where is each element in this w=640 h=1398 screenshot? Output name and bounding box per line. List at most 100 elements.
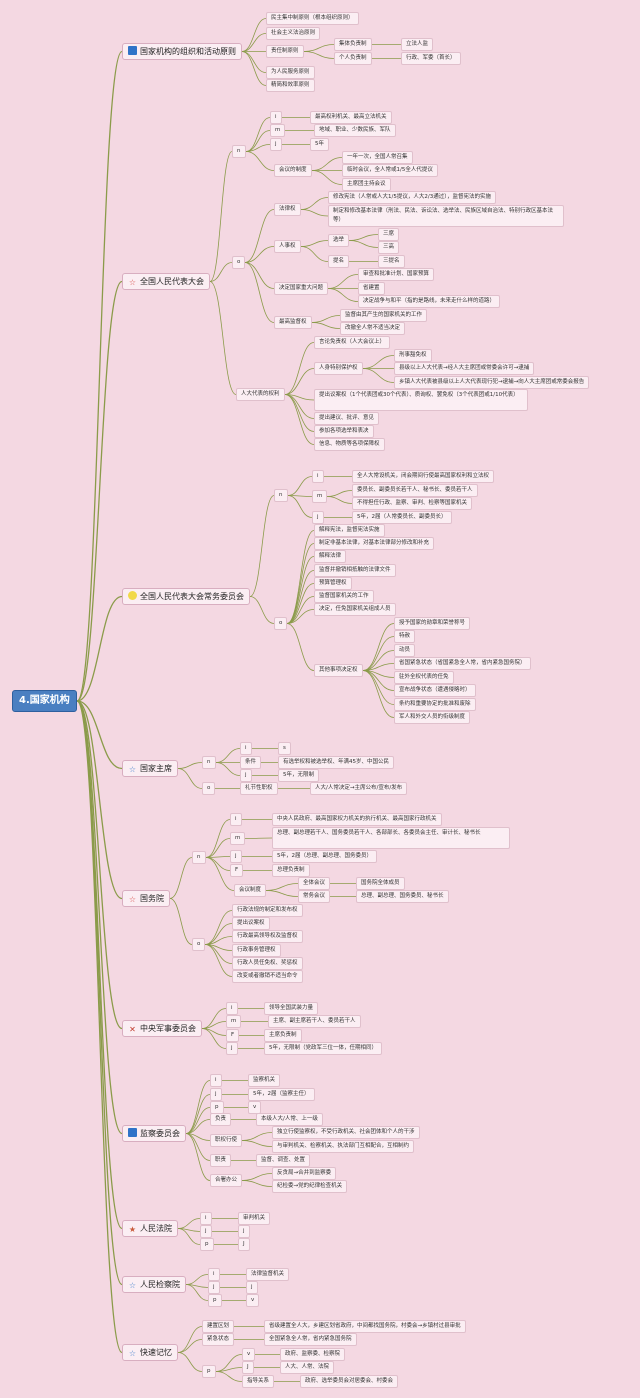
mind-node[interactable]: 行政最高领导权及监督权 [232,930,303,943]
mind-node[interactable]: 委员长、副委员长若干人、秘书长、委员若干人 [352,484,478,497]
mind-node[interactable]: 最高权利机关、最高立法机关 [310,111,392,124]
mind-node[interactable]: 责任制原则 [266,45,304,58]
mind-node[interactable]: p [208,1294,222,1307]
mind-node[interactable]: o [232,256,246,269]
mind-node[interactable]: v [242,1348,256,1361]
mind-node[interactable]: 省级建置全人大，乡建区划省政府，中间都找国务院，村委会→乡镇村过县审批 [264,1320,466,1333]
mind-node[interactable]: 县级以上人大代表→经人大主席团或常委会许可→逮捕 [394,362,535,375]
mind-node[interactable]: s [278,742,291,755]
mind-node[interactable]: i [230,813,242,826]
mind-node[interactable]: 全人大常设机关，闭会期间行使最高国家权利和立法权 [352,470,495,483]
mind-node[interactable]: 最高监督权 [274,316,312,329]
mind-node[interactable]: 制定非基本法律，对基本法律部分修改和补充 [314,537,435,550]
branch-state-council[interactable]: ☆国务院 [122,890,170,907]
mind-node[interactable]: 三席 [378,228,400,241]
mind-node[interactable]: v [246,1294,260,1307]
mind-node[interactable]: 法律监督机关 [246,1268,290,1281]
mind-node[interactable]: j [230,850,242,863]
mind-node[interactable]: 审查和批准计划、国家预算 [358,268,435,281]
mind-node[interactable]: 负责 [210,1113,232,1126]
root-node[interactable]: 4.国家机构 [12,690,77,712]
mind-node[interactable]: 三提名 [378,255,405,268]
mind-node[interactable]: i [270,111,282,124]
mind-node[interactable]: 礼节性职权 [240,782,278,795]
mind-node[interactable]: 乡镇人大代表被县级以上人大代表现行犯→逮捕→向人大主席团或常委会报告 [394,376,590,389]
mind-node[interactable]: J [242,1361,254,1374]
mind-node[interactable]: o [192,938,206,951]
mind-node[interactable]: m [226,1015,242,1028]
mind-node[interactable]: J [238,1238,250,1251]
mind-node[interactable]: m [270,124,286,137]
mind-node[interactable]: 职权行使 [210,1134,243,1147]
mind-node[interactable]: 人身特别保护权 [314,362,363,375]
mind-node[interactable]: 监督、调查、处置 [256,1154,311,1167]
mind-node[interactable]: 5年，2届（监察主任） [248,1088,315,1101]
mind-node[interactable]: 一年一次，全国人常召集 [342,151,413,164]
mind-node[interactable]: 民主集中制原则（根本组织原则） [266,12,359,25]
mind-node[interactable]: 5年，2届（人常委员长、副委员长） [352,511,452,524]
mind-node[interactable]: 信息、物质等各项保障权 [314,438,385,451]
branch-supervision-commission[interactable]: 监察委员会 [122,1125,186,1142]
branch-npc[interactable]: ☆全国人民代表大会 [122,273,210,290]
mind-node[interactable]: 职责 [210,1154,232,1167]
mind-node[interactable]: 改变或者撤销不适当命令 [232,970,303,983]
mind-node[interactable]: 条约和重要协定的批准和废除 [394,698,476,711]
mind-node[interactable]: 国务院全体成员 [356,877,405,890]
mind-node[interactable]: 提出议案权 [232,917,270,930]
mind-node[interactable]: 社会主义法治原则 [266,27,321,40]
mind-node[interactable]: 集体负责制 [334,38,372,51]
mind-node[interactable]: 人大/人常决定→主席公布/宣布/发布 [310,782,408,795]
mind-node[interactable]: 动员 [394,644,416,657]
mind-node[interactable]: 监督并撤销相抵触的法律文件 [314,564,396,577]
mind-node[interactable]: 人大代表的权利 [236,388,285,401]
mind-node[interactable]: 为人民服务原则 [266,66,315,79]
mind-node[interactable]: 政府、选举委员会对居委会、村委会 [300,1375,399,1388]
mind-node[interactable]: j [208,1281,220,1294]
mind-node[interactable]: 授予国家的勋章和荣誉称号 [394,617,471,630]
mind-node[interactable]: 常务会议 [298,890,331,903]
mind-node[interactable]: j [312,511,324,524]
mind-node[interactable]: 不得担任行政、监察、审判、检察等国家机关 [352,497,473,510]
mind-node[interactable]: 审判机关 [238,1212,271,1225]
mind-node[interactable]: 总理、副总理、国务委员、秘书长 [356,890,449,903]
mind-node[interactable]: 决定战争与和平（指的是路线，未来走什么样的道路） [358,295,501,308]
mind-node[interactable]: 领导全国武装力量 [264,1002,319,1015]
mind-node[interactable]: n [202,756,216,769]
mind-node[interactable]: 精简和效率原则 [266,79,315,92]
mind-node[interactable]: 个人负责制 [334,52,372,65]
mind-node[interactable]: 决定，任免国家机关组成人员 [314,603,396,616]
mind-node[interactable]: i [210,1074,222,1087]
mind-node[interactable]: 条件 [240,756,262,769]
mind-node[interactable]: j [240,769,252,782]
mind-node[interactable]: 监督由其产生的国家机关的工作 [340,309,428,322]
mind-node[interactable]: 主席、副主席若干人、委员若干人 [268,1015,361,1028]
mind-node[interactable]: 中央人民政府、最高国家权力机关的执行机关、最高国家行政机关 [272,813,442,826]
mind-node[interactable]: n [274,489,288,502]
mind-node[interactable]: 主席负责制 [264,1029,302,1042]
mind-node[interactable]: 会议制度 [234,884,267,897]
mind-node[interactable]: 政府、监察委、检察院 [280,1348,346,1361]
mind-node[interactable]: 言论免责权（人大会议上） [314,336,391,349]
mind-node[interactable]: 人事权 [274,240,301,253]
mind-node[interactable]: i [312,470,324,483]
mind-node[interactable]: 5年，无限制 [278,769,319,782]
mind-node[interactable]: 会议的制度 [274,164,312,177]
mind-node[interactable]: 行政、军委（首长） [401,52,461,65]
mind-node[interactable]: 有选举权和被选举权、年满45岁、中国公民 [278,756,394,769]
mind-node[interactable]: 人大、人常、法院 [280,1361,335,1374]
mind-node[interactable]: j [246,1281,258,1294]
mind-node[interactable]: 行政法规的制定和发布权 [232,904,303,917]
mind-node[interactable]: i [200,1212,212,1225]
branch-president[interactable]: ☆国家主席 [122,760,178,777]
mind-node[interactable]: 选举 [328,234,350,247]
mind-node[interactable]: 5年，无限制（党政军三位一体，任期相同） [264,1042,383,1055]
branch-npc-standing-committee[interactable]: 全国人民代表大会常务委员会 [122,588,250,605]
mind-node[interactable]: 刑事豁免权 [394,349,432,362]
mind-node[interactable]: p [200,1238,214,1251]
mind-node[interactable]: j [238,1225,250,1238]
mind-node[interactable]: 解释法律 [314,550,347,563]
mind-node[interactable]: 省国紧急状态（省国紧急全人常，省内紧急国务院） [394,657,531,670]
mind-node[interactable]: 驻外全权代表的任免 [394,671,454,684]
mind-node[interactable]: o [202,782,216,795]
mind-node[interactable]: v [248,1101,262,1114]
